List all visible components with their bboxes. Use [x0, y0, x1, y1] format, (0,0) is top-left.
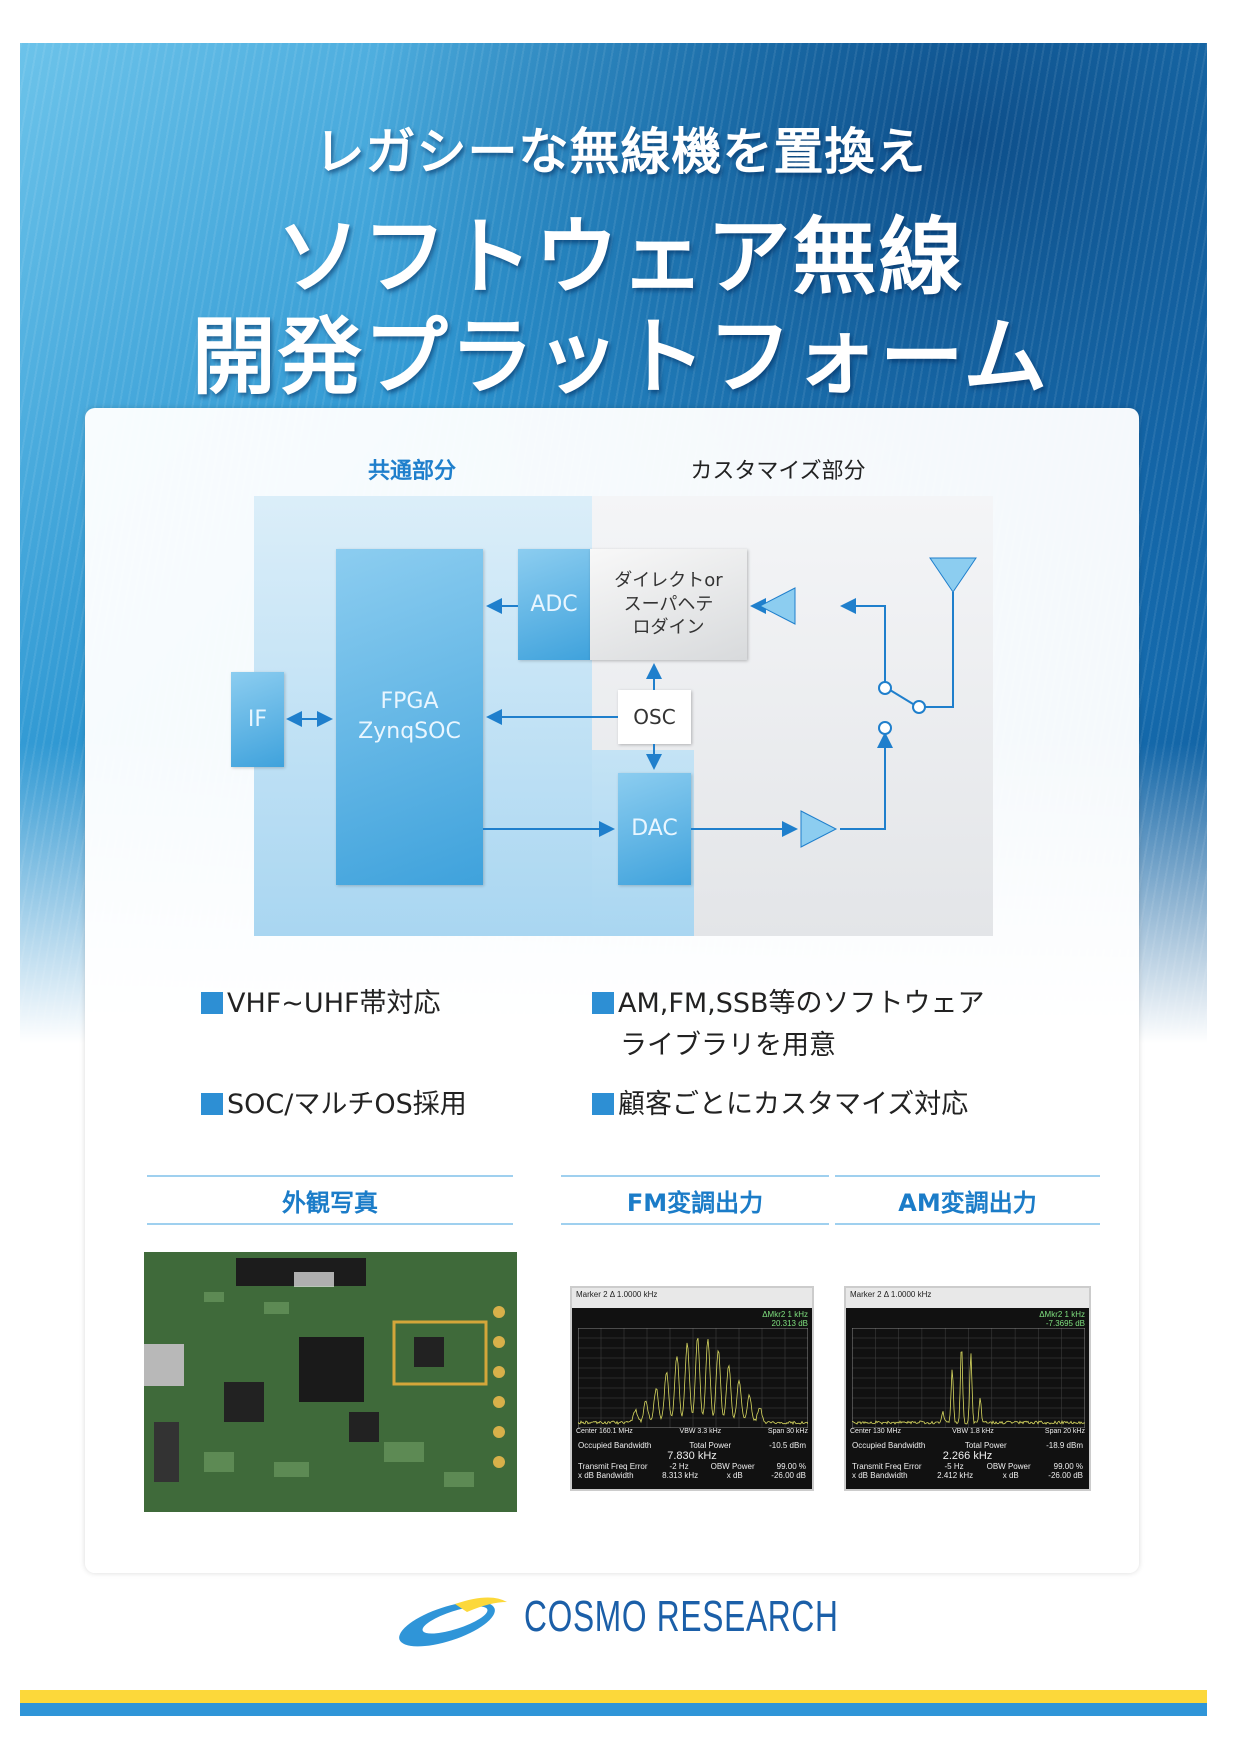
- fm-spectrum-trace: [578, 1328, 808, 1428]
- am-center: Center 130 MHz: [850, 1428, 901, 1435]
- fm-tp-label: Total Power: [689, 1441, 731, 1450]
- am-vbw: VBW 1.8 kHz: [952, 1428, 994, 1435]
- feature-bullet: VHF~UHF帯対応: [201, 983, 441, 1025]
- cosmo-research-logo-text: COSMO RESEARCH: [524, 1592, 839, 1642]
- feature-bullet: AM,FM,SSB等のソフトウェア: [592, 983, 985, 1025]
- fm-xdb: 8.313 kHz: [662, 1471, 698, 1480]
- am-marker: Marker 2 Δ 1.0000 kHz: [846, 1288, 1089, 1308]
- tx-amplifier-icon: [801, 811, 836, 847]
- feature-bullet: 顧客ごとにカスタマイズ対応: [592, 1084, 968, 1126]
- fm-spectrum-screen: Marker 2 Δ 1.0000 kHz ΔMkr2 1 kHz20.313 …: [570, 1286, 814, 1491]
- fm-obw: 7.830 kHz: [578, 1450, 806, 1462]
- am-xdb-label: x dB Bandwidth: [852, 1471, 908, 1480]
- am-tp: -18.9 dBm: [1046, 1441, 1083, 1450]
- am-spectrum-trace: [852, 1328, 1085, 1428]
- fm-obwp-label: OBW Power: [711, 1462, 755, 1471]
- am-tfe: -5 Hz: [945, 1462, 964, 1471]
- fm-xdb2-label: x dB: [727, 1471, 743, 1480]
- am-xdb2: -26.00 dB: [1048, 1471, 1083, 1480]
- am-delta: ΔMkr2 1 kHz-7.3695 dB: [1039, 1310, 1085, 1328]
- rx-amplifier-icon: [760, 588, 795, 624]
- fm-obw-label: Occupied Bandwidth: [578, 1441, 651, 1450]
- am-xdb2-label: x dB: [1003, 1471, 1019, 1480]
- section-header-am: AM変調出力: [835, 1175, 1100, 1225]
- fm-marker: Marker 2 Δ 1.0000 kHz: [572, 1288, 812, 1308]
- am-tp-label: Total Power: [965, 1441, 1007, 1450]
- fm-tp: -10.5 dBm: [769, 1441, 806, 1450]
- fm-vbw: VBW 3.3 kHz: [680, 1428, 722, 1435]
- am-obwp-label: OBW Power: [987, 1462, 1031, 1471]
- fm-center: Center 160.1 MHz: [576, 1428, 633, 1435]
- fm-obwp: 99.00 %: [777, 1462, 806, 1471]
- switch-icon: [879, 682, 925, 734]
- am-obw: 2.266 kHz: [852, 1450, 1083, 1462]
- am-spectrum-screen: Marker 2 Δ 1.0000 kHz ΔMkr2 1 kHz-7.3695…: [844, 1286, 1091, 1491]
- am-span: Span 20 kHz: [1045, 1428, 1085, 1435]
- footer-stripe-blue: [20, 1703, 1207, 1716]
- fm-tfe: -2 Hz: [670, 1462, 689, 1471]
- antenna-icon: [930, 558, 976, 592]
- diagram-connections: [0, 0, 1241, 1000]
- fm-tfe-label: Transmit Freq Error: [578, 1462, 648, 1471]
- am-xdb: 2.412 kHz: [937, 1471, 973, 1480]
- fm-delta: ΔMkr2 1 kHz20.313 dB: [762, 1310, 808, 1328]
- am-obw-label: Occupied Bandwidth: [852, 1441, 925, 1450]
- feature-bullet-continued: ライブラリを用意: [620, 1025, 836, 1067]
- footer-stripe-yellow: [20, 1690, 1207, 1703]
- feature-bullet: SOC/マルチOS採用: [201, 1084, 467, 1126]
- fm-xdb-label: x dB Bandwidth: [578, 1471, 634, 1480]
- cosmo-logo-swoosh-icon: [395, 1590, 515, 1650]
- fm-xdb2: -26.00 dB: [771, 1471, 806, 1480]
- section-header-fm: FM変調出力: [561, 1175, 829, 1225]
- fm-span: Span 30 kHz: [768, 1428, 808, 1435]
- am-tfe-label: Transmit Freq Error: [852, 1462, 922, 1471]
- section-header-photo: 外観写真: [147, 1175, 513, 1225]
- board-photo: [144, 1252, 517, 1512]
- am-obwp: 99.00 %: [1054, 1462, 1083, 1471]
